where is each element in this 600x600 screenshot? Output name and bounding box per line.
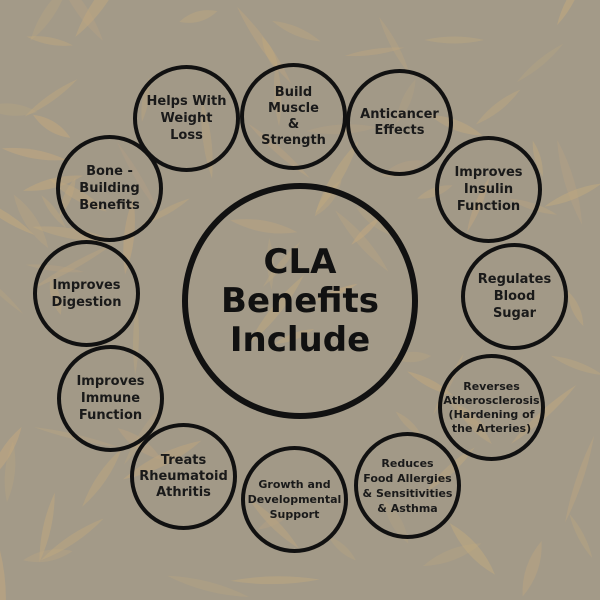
benefit-label: Improves Immune Function [76,374,145,423]
leaf-shape [0,270,24,314]
leaf-shape [230,576,320,585]
leaf-shape [550,355,600,376]
leaf-shape [0,196,35,235]
leaf-shape [41,195,66,228]
benefit-bone: Bone - Building Benefits [56,135,163,242]
benefit-label: Helps With Weight Loss [146,94,227,143]
benefit-growth: Growth and Developmental Support [241,446,348,553]
benefit-rheumatoid: Treats Rheumatoid Athritis [130,423,237,530]
benefit-label: Improves Insulin Function [454,165,523,214]
center-circle: CLA Benefits Include [182,183,418,419]
leaf-shape [1,147,67,161]
leaf-shape [544,183,600,207]
leaf-shape [395,411,423,438]
leaf-shape [532,140,543,177]
leaf-shape [378,16,411,75]
leaf-shape [344,47,405,57]
leaf-shape [32,114,71,138]
benefit-allergies: Reduces Food Allergies & Sensitivities &… [354,432,461,539]
leaf-shape [26,36,73,46]
leaf-shape [39,492,55,563]
benefit-label: Build Muscle & Strength [261,84,326,148]
benefit-label: Treats Rheumatoid Athritis [139,452,228,500]
leaf-shape [422,543,482,567]
leaf-shape [475,89,521,125]
benefit-label: Growth and Developmental Support [247,478,342,521]
benefit-digestion: Improves Digestion [33,240,140,347]
benefit-atherosclerosis: Reverses Atherosclerosis (Hardening of t… [438,354,545,461]
leaf-shape [424,36,485,44]
leaf-shape [568,291,584,327]
leaf-shape [24,79,78,117]
benefit-label: Improves Digestion [51,277,122,310]
leaf-shape [4,440,16,503]
center-title: CLA Benefits Include [221,241,379,360]
benefit-weight-loss: Helps With Weight Loss [133,65,240,172]
benefit-label: Anticancer Effects [360,106,439,138]
leaf-shape [57,0,104,41]
benefit-insulin: Improves Insulin Function [435,136,542,243]
benefit-label: Regulates Blood Sugar [477,272,552,321]
leaf-shape [569,514,593,559]
leaf-shape [557,139,583,225]
benefit-label: Reverses Atherosclerosis (Hardening of t… [443,379,540,435]
leaf-shape [0,550,6,600]
leaf-shape [328,535,356,561]
benefit-immune: Improves Immune Function [57,345,164,452]
leaf-shape [75,0,126,38]
leaf-shape [179,10,218,23]
leaf-shape [40,518,104,561]
leaf-shape [556,0,584,26]
leaf-shape [522,540,542,597]
leaf-shape [516,43,564,83]
leaf-shape [272,20,321,42]
benefit-build-muscle: Build Muscle & Strength [240,63,347,170]
leaf-shape [0,103,38,116]
benefit-anticancer: Anticancer Effects [346,69,453,176]
leaf-shape [30,0,68,42]
benefit-label: Reduces Food Allergies & Sensitivities &… [362,456,453,515]
leaf-shape [449,523,496,575]
leaf-shape [565,435,595,523]
leaf-shape [82,448,122,507]
leaf-shape [167,575,250,598]
leaf-shape [262,36,279,72]
leaf-shape [23,549,73,563]
leaf-shape [0,426,22,481]
benefit-label: Bone - Building Benefits [79,164,140,213]
leaf-shape [13,194,49,249]
benefit-blood-sugar: Regulates Blood Sugar [461,243,568,350]
